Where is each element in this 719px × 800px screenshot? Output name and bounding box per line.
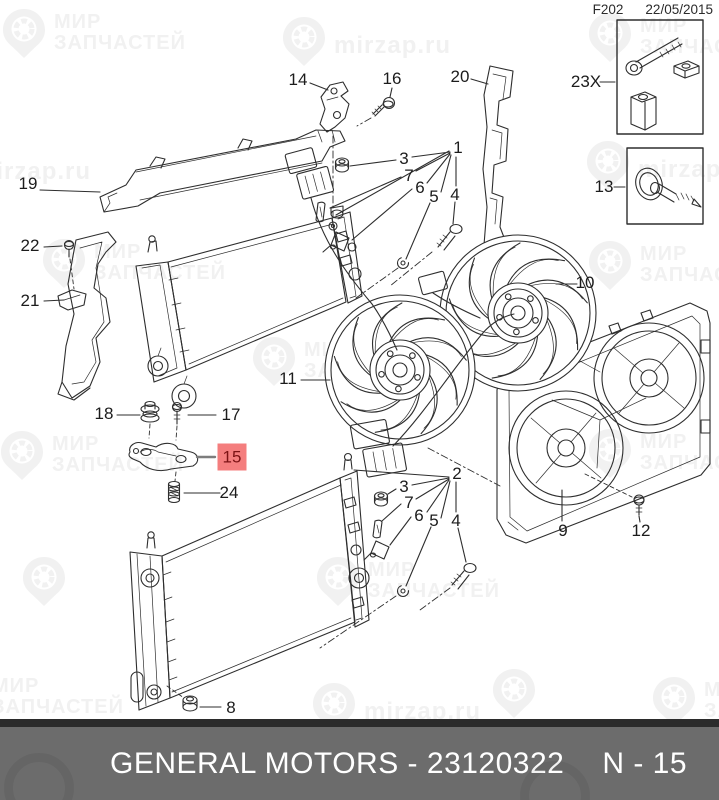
map-pin-gear-logo xyxy=(1,431,43,480)
fan-wiring-connectors xyxy=(284,147,515,487)
part-callout-23X-6[interactable]: 23X xyxy=(570,72,602,91)
hardware-box-23x xyxy=(616,19,704,135)
fasteners-upper-group xyxy=(315,157,463,299)
map-pin-gear-logo xyxy=(493,669,535,718)
screw-16 xyxy=(356,96,396,127)
part-callout-24-19[interactable]: 24 xyxy=(219,483,239,502)
part-callout-11-15[interactable]: 11 xyxy=(279,369,297,388)
hardware-box-13 xyxy=(626,147,704,225)
part-callout-10-14[interactable]: 10 xyxy=(575,273,595,292)
nut-8 xyxy=(182,695,198,712)
part-callout-7-10[interactable]: 7 xyxy=(404,166,414,185)
fasteners-lower-group xyxy=(319,491,477,649)
screw-12 xyxy=(584,473,645,516)
map-pin-gear-logo xyxy=(587,141,629,190)
part-callout-1-8[interactable]: 1 xyxy=(453,138,463,157)
part-callout-5-12[interactable]: 5 xyxy=(429,187,439,206)
leader-lines xyxy=(39,78,641,708)
part-callout-6-11[interactable]: 6 xyxy=(415,178,425,197)
part-callout-17-17[interactable]: 17 xyxy=(221,405,241,424)
footer-bar: GENERAL MOTORS - 23120322 N - 15 xyxy=(0,727,719,800)
part-callout-20-5[interactable]: 20 xyxy=(450,67,470,86)
part-callout-15-18[interactable]: 15 xyxy=(217,443,247,471)
part-callout-2-20[interactable]: 2 xyxy=(452,464,462,483)
watermark-logo xyxy=(22,556,66,608)
revision-date: 22/05/2015 xyxy=(645,2,713,17)
radiator-top-cover xyxy=(99,129,346,213)
part-callout-22-1[interactable]: 22 xyxy=(20,236,40,255)
part-callout-6-23[interactable]: 6 xyxy=(414,506,424,525)
part-callout-8-28[interactable]: 8 xyxy=(226,698,236,717)
bushing-24 xyxy=(167,480,181,504)
part-callout-12-27[interactable]: 12 xyxy=(631,521,651,540)
map-pin-gear-logo xyxy=(653,677,695,726)
part-callout-19-0[interactable]: 19 xyxy=(18,174,38,193)
map-pin-gear-logo xyxy=(317,557,359,606)
grommet-18 xyxy=(140,400,160,439)
bracket-14 xyxy=(319,81,350,133)
fan-shroud xyxy=(496,302,711,544)
watermark-site: mirzap.ru xyxy=(0,158,92,185)
part-callout-18-16[interactable]: 18 xyxy=(94,404,114,423)
manufacturer-part-number: GENERAL MOTORS - 23120322 xyxy=(110,746,565,780)
bracket-15-highlighted-part xyxy=(128,442,217,482)
part-callout-4-25[interactable]: 4 xyxy=(451,511,461,530)
watermark-site: mirzap.ru xyxy=(282,16,451,68)
catalog-page-ref: N - 15 xyxy=(602,746,688,780)
part-callout-13-7[interactable]: 13 xyxy=(594,177,614,196)
exploded-parts-drawing xyxy=(39,19,711,712)
map-pin-gear-logo xyxy=(23,557,65,606)
part-callout-7-22[interactable]: 7 xyxy=(404,493,414,512)
footer-divider xyxy=(0,719,719,727)
footer-watermark-ring xyxy=(4,753,74,800)
map-pin-gear-logo xyxy=(589,13,631,62)
drawing-header: F202 22/05/2015 xyxy=(593,2,713,17)
footer-watermark-ring xyxy=(520,761,590,800)
part-callout-9-26[interactable]: 9 xyxy=(558,521,568,540)
part-callout-3-9[interactable]: 3 xyxy=(399,149,409,168)
watermark-logo xyxy=(492,668,536,720)
map-pin-gear-logo xyxy=(283,17,325,66)
map-pin-gear-logo xyxy=(253,337,295,386)
part-callout-4-13[interactable]: 4 xyxy=(450,185,460,204)
figure-code: F202 xyxy=(592,2,624,17)
part-callout-16-4[interactable]: 16 xyxy=(382,69,402,88)
screw-17 xyxy=(171,401,183,441)
map-pin-gear-logo xyxy=(3,9,45,58)
screw-22 xyxy=(57,239,87,311)
part-callout-21-2[interactable]: 21 xyxy=(20,291,40,310)
part-callout-5-24[interactable]: 5 xyxy=(429,511,439,530)
part-callout-14-3[interactable]: 14 xyxy=(288,70,308,89)
map-pin-gear-logo xyxy=(589,241,631,290)
radiator-lower xyxy=(129,452,370,711)
part-callout-3-21[interactable]: 3 xyxy=(399,477,409,496)
